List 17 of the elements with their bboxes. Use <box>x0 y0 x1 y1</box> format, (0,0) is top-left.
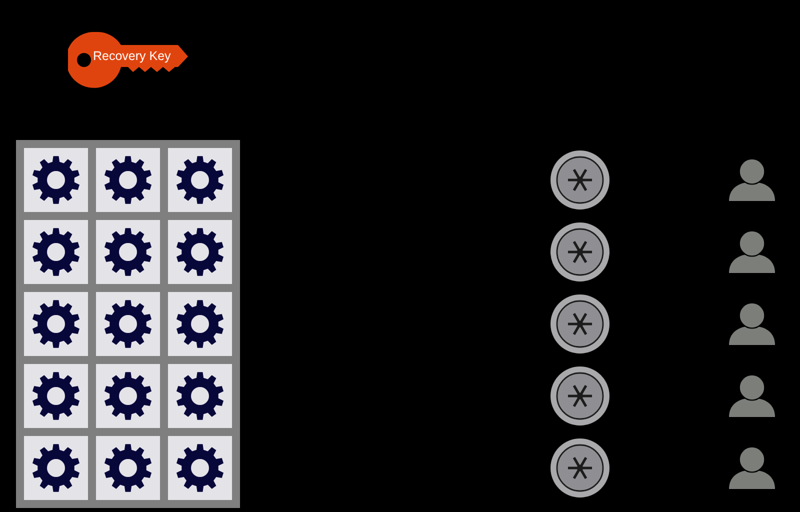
key-label: Recovery Key <box>93 49 172 64</box>
gear-tile <box>168 292 232 356</box>
gear-tile <box>96 292 160 356</box>
gear-tile <box>168 364 232 428</box>
gear-tile <box>24 436 88 500</box>
panel <box>16 140 240 508</box>
gear-tile <box>96 148 160 212</box>
gear-tile <box>168 436 232 500</box>
gear-tile <box>168 220 232 284</box>
gear-tile <box>24 292 88 356</box>
gear-tile <box>168 148 232 212</box>
gear-tile <box>24 364 88 428</box>
gear-tile <box>96 364 160 428</box>
gear-tile <box>24 148 88 212</box>
gear-tile <box>96 436 160 500</box>
gear-tile <box>96 220 160 284</box>
gear-tile <box>24 220 88 284</box>
